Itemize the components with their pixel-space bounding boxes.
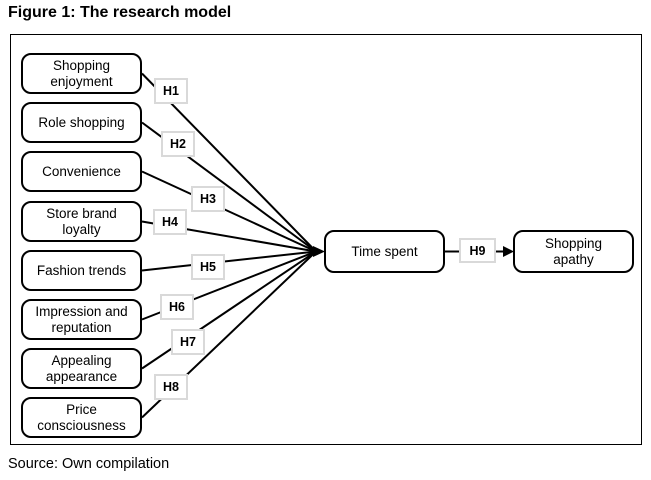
factor-box-role-shopping: Role shopping xyxy=(21,102,142,143)
arrowhead-shopping-apathy xyxy=(503,246,514,257)
factor-label: Appealing appearance xyxy=(45,352,118,384)
outcome-label: Shopping apathy xyxy=(544,235,603,267)
connector-h3 xyxy=(141,170,317,253)
hypothesis-label-h4: H4 xyxy=(153,209,187,235)
factor-box-appealing-appearance: Appealing appearance xyxy=(21,348,142,389)
figure-title: Figure 1: The research model xyxy=(8,4,232,21)
hypothesis-label-h2: H2 xyxy=(161,131,195,157)
factor-label: Role shopping xyxy=(38,114,125,130)
factor-box-convenience: Convenience xyxy=(21,151,142,192)
factor-box-impression-and-reputation: Impression and reputation xyxy=(21,299,142,340)
factor-label: Fashion trends xyxy=(36,262,127,278)
factor-box-store-brand-loyalty: Store brand loyalty xyxy=(21,201,142,242)
mediator-box-time-spent: Time spent xyxy=(324,230,445,273)
factor-label: Convenience xyxy=(42,163,121,179)
mediator-label: Time spent xyxy=(351,243,418,259)
factor-box-fashion-trends: Fashion trends xyxy=(21,250,142,291)
hypothesis-label-h3: H3 xyxy=(191,186,225,212)
factor-box-price-consciousness: Price consciousness xyxy=(21,397,142,438)
hypothesis-label-h7: H7 xyxy=(171,329,205,355)
factor-label: Shopping enjoyment xyxy=(50,57,113,89)
connector-h5 xyxy=(141,250,317,272)
hypothesis-label-h1: H1 xyxy=(154,78,188,104)
factor-label: Price consciousness xyxy=(37,401,126,433)
factor-label: Store brand loyalty xyxy=(46,205,117,237)
hypothesis-label-h6: H6 xyxy=(160,294,194,320)
hypothesis-label-h5: H5 xyxy=(191,254,225,280)
hypothesis-label-h8: H8 xyxy=(154,374,188,400)
factor-box-shopping-enjoyment: Shopping enjoyment xyxy=(21,53,142,94)
research-model-diagram: Shopping enjoyment Role shopping Conveni… xyxy=(10,34,642,445)
arrowhead-time-spent xyxy=(313,246,325,257)
source-note: Source: Own compilation xyxy=(8,456,170,472)
outcome-box-shopping-apathy: Shopping apathy xyxy=(513,230,634,273)
factor-label: Impression and reputation xyxy=(35,303,128,335)
hypothesis-label-h9: H9 xyxy=(459,238,496,263)
